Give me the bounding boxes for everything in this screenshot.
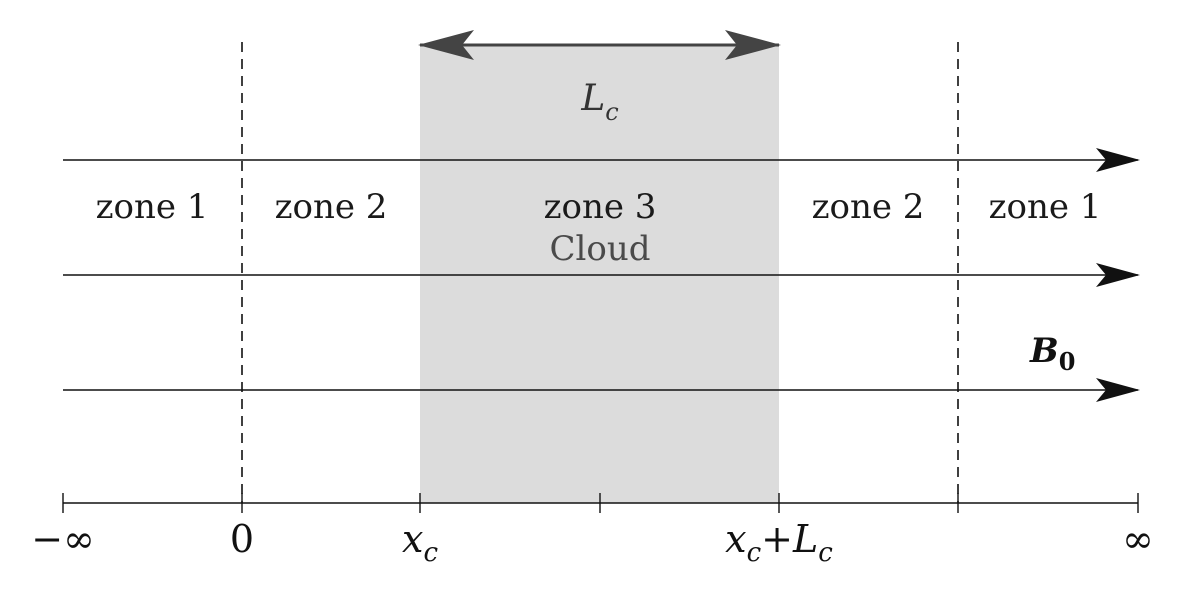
zone-label-right-1: zone 1 (989, 187, 1102, 227)
cloud-region (420, 45, 779, 503)
zone-label-right-2: zone 2 (812, 187, 925, 227)
zone-label-left-1: zone 1 (96, 187, 209, 227)
field-label: B0 (1029, 331, 1075, 376)
zone-label-cloud-3: zone 3 (544, 187, 657, 227)
cloud-length-label: Lc (580, 78, 618, 126)
cloud-label: Cloud (549, 229, 650, 269)
axis-label-xc-plus-lc: xc+Lc (725, 517, 833, 568)
axis-label-zero: 0 (230, 517, 254, 561)
axis-label-minus-infinity: −∞ (31, 517, 95, 561)
axis-label-infinity: ∞ (1122, 517, 1154, 561)
zone-label-left-2: zone 2 (275, 187, 388, 227)
axis-label-xc: xc (402, 517, 438, 568)
